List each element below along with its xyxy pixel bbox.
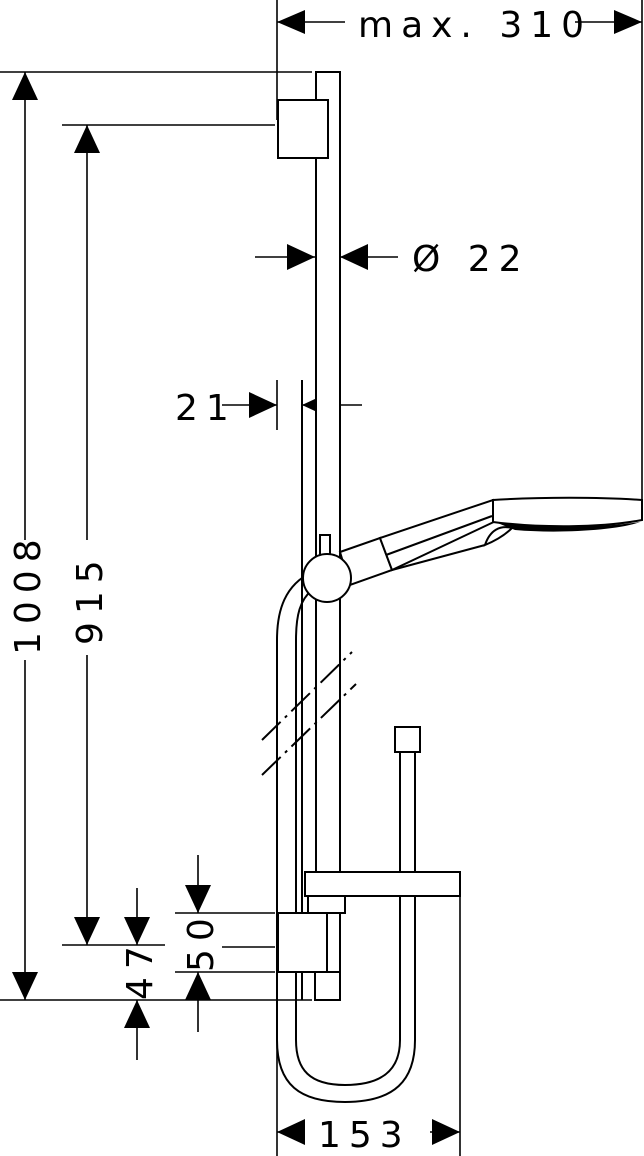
total-height-label: 1008 [8, 531, 49, 655]
dim-total-height: 1008 [0, 71, 312, 1001]
break-lines [261, 651, 357, 776]
soap-dish [304, 871, 461, 914]
dish-width-label: 153 [318, 1115, 411, 1156]
max-width-label: max. 310 [358, 5, 592, 46]
dim-dish-width: 153 [276, 872, 461, 1156]
bottom-offset-label: 47 [120, 938, 161, 1000]
shower-hose [276, 571, 421, 1104]
top-wall-bracket [277, 99, 329, 159]
dim-max-width: max. 310 [276, 0, 643, 500]
bottom-wall-bracket [277, 912, 341, 1001]
dim-bracket-distance: 915 [62, 124, 275, 946]
hose-connector [394, 726, 421, 753]
dim-bottom-offset: 47 [120, 888, 161, 1060]
dim-wall-distance: 21 [175, 380, 362, 430]
rail-slider [302, 553, 352, 603]
dim-rail-diameter: Ø 22 [255, 239, 530, 280]
bracket-height-label: 50 [181, 910, 222, 972]
bracket-distance-label: 915 [70, 552, 111, 645]
dim-bracket-height: 50 [175, 855, 275, 1032]
wall-distance-label: 21 [175, 388, 237, 429]
hand-shower [302, 496, 643, 603]
rail-diameter-label: Ø 22 [412, 239, 530, 280]
